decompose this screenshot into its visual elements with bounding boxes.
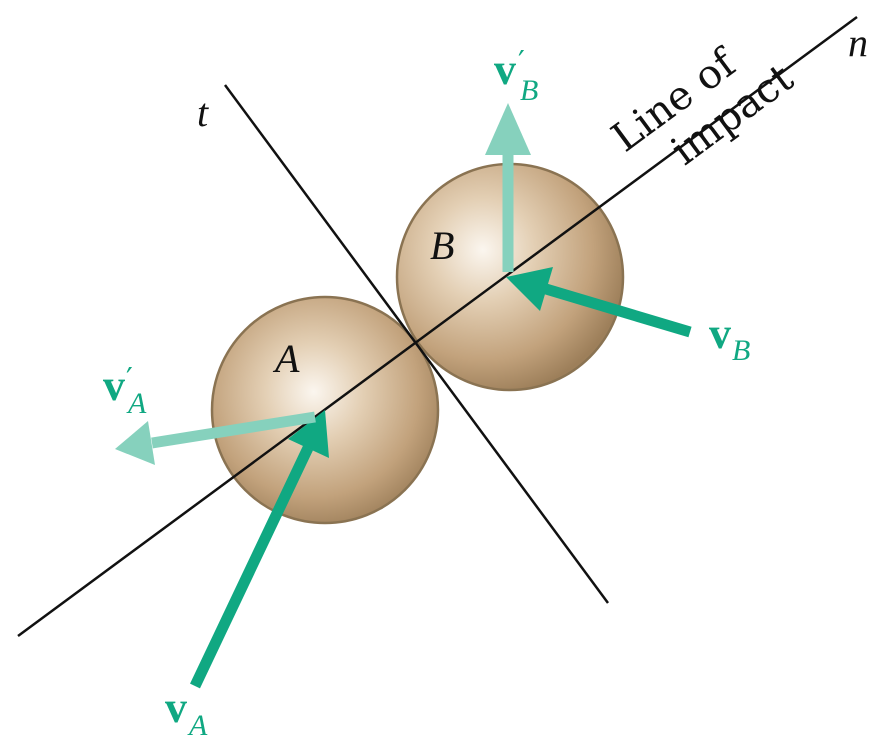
velocity-b-label-main: v [709,309,731,358]
velocity-b-prime-label-main: v [494,45,516,94]
sphere-a-label: A [272,336,300,381]
tangent-line-t [223,84,610,604]
velocity-b-prime-label: v ′ B [494,45,538,107]
sphere-b-label: B [430,223,454,268]
velocity-b-prime-arrowhead [485,103,531,155]
velocity-b-prime-label-sub: B [520,74,538,107]
velocity-b-arrowhead [506,267,553,311]
velocity-a-label-main: v [165,683,187,732]
velocity-a-label-sub: A [187,709,208,742]
velocity-b-prime-label-mark: ′ [518,45,525,80]
axis-t-label: t [197,90,209,135]
line-of-impact-n [17,15,858,638]
velocity-a-prime-label-main: v [103,361,125,410]
velocity-a-prime-label-mark: ′ [126,362,133,397]
velocity-a-prime-arrow-shaft [151,411,316,449]
velocity-a-prime-arrowhead [115,421,155,465]
axis-n-label: n [848,20,868,65]
velocity-b-label-sub: B [732,334,750,367]
velocity-a-arrow-shaft [190,445,313,689]
velocity-a-label: v A [165,683,208,742]
velocity-a-prime-label: v ′ A [103,361,147,420]
velocity-b-arrow-shaft [544,283,692,338]
velocity-a-prime-label-sub: A [126,387,147,420]
velocity-a-arrowhead [288,410,329,458]
line-of-impact-label: Line of impact [604,39,802,175]
velocity-b-label: v B [709,309,750,367]
